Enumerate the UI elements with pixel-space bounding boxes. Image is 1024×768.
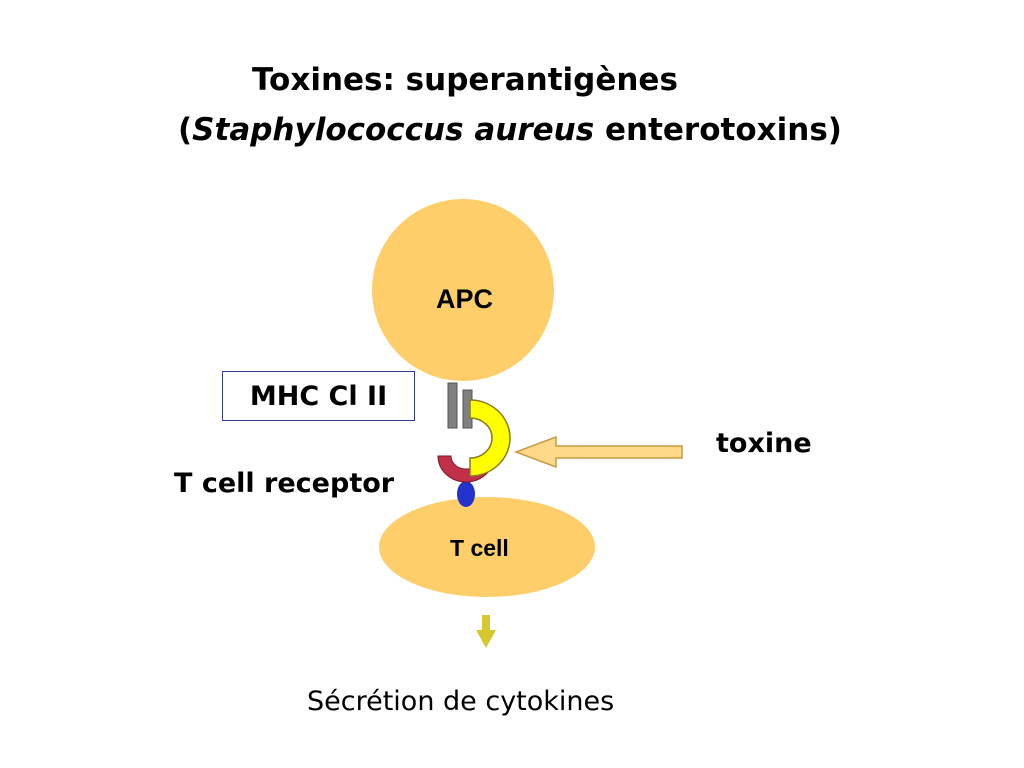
apc-label: APC (436, 284, 494, 314)
mhc-bar-left (447, 382, 458, 429)
mhc-label-box: MHC Cl II (222, 371, 415, 421)
toxin-superantigen (469, 399, 511, 477)
toxin-arrow (513, 435, 683, 469)
tcell-label: T cell (450, 535, 509, 561)
down-arrow (476, 615, 496, 648)
title-paren-open: ( (178, 112, 193, 148)
title-line-2-rest: enterotoxins) (594, 112, 842, 148)
tcr-label: T cell receptor (174, 468, 395, 499)
secretion-label: Sécrétion de cytokines (307, 686, 615, 717)
apc-cell (372, 199, 554, 381)
title-line-2: (Staphylococcus aureus enterotoxins) (178, 112, 842, 148)
title-species: Staphylococcus aureus (192, 112, 595, 148)
toxine-label: toxine (716, 428, 812, 459)
mhc-label: MHC Cl II (249, 380, 388, 412)
title-line-1: Toxines: superantigènes (252, 62, 678, 98)
tcr-blue-chain (457, 481, 475, 507)
t-cell (379, 497, 595, 597)
